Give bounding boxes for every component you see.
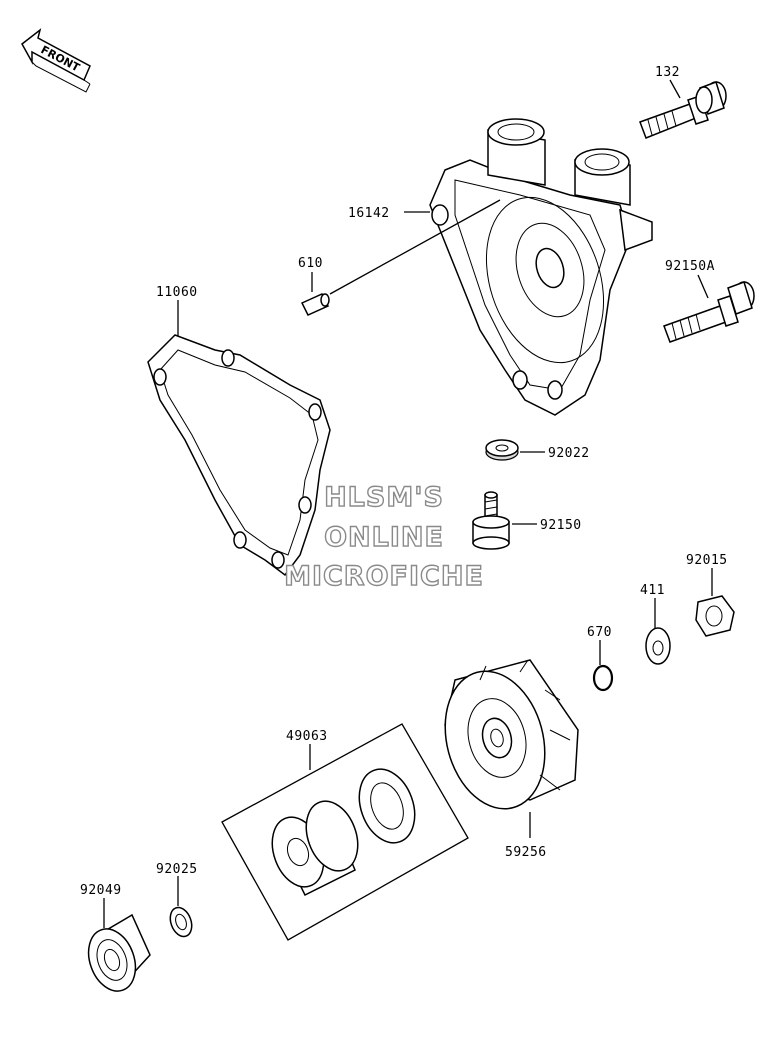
part-label-670: 670 bbox=[587, 625, 612, 640]
part-label-92049: 92049 bbox=[80, 883, 122, 898]
part-label-92022: 92022 bbox=[548, 446, 590, 461]
part-label-610: 610 bbox=[298, 256, 323, 271]
impeller-59256 bbox=[444, 659, 579, 810]
washer-92025 bbox=[169, 906, 193, 938]
watermark-line-1: HLSM'S bbox=[324, 482, 444, 513]
nut-92015 bbox=[695, 595, 735, 637]
bearing-92049 bbox=[87, 913, 151, 992]
seal-kit-49063 bbox=[221, 723, 469, 941]
part-label-59256: 59256 bbox=[505, 845, 547, 860]
part-label-11060: 11060 bbox=[156, 285, 198, 300]
part-label-92150A: 92150A bbox=[665, 259, 715, 274]
part-label-49063: 49063 bbox=[286, 729, 328, 744]
part-label-132: 132 bbox=[655, 65, 680, 80]
dowel-pin-610 bbox=[300, 293, 330, 316]
pump-cover-16142 bbox=[429, 118, 653, 416]
part-label-92025: 92025 bbox=[156, 862, 198, 877]
watermark-line-2: ONLINE bbox=[324, 522, 444, 553]
part-label-411: 411 bbox=[640, 583, 665, 598]
front-arrow-icon: FRONT bbox=[21, 28, 91, 93]
bolt-92150 bbox=[472, 491, 510, 550]
part-label-92150: 92150 bbox=[540, 518, 582, 533]
washer-92022 bbox=[485, 439, 519, 461]
watermark-line-3: MICROFICHE bbox=[284, 561, 484, 592]
o-ring-670 bbox=[592, 664, 614, 692]
part-label-16142: 16142 bbox=[348, 206, 390, 221]
washer-411 bbox=[645, 627, 671, 665]
gasket-11060 bbox=[147, 334, 331, 577]
bolt-92150A bbox=[663, 281, 755, 343]
part-label-92015: 92015 bbox=[686, 553, 728, 568]
bolt-132 bbox=[639, 81, 727, 139]
watermark: HLSM'S ONLINE MICROFICHE bbox=[283, 481, 484, 592]
